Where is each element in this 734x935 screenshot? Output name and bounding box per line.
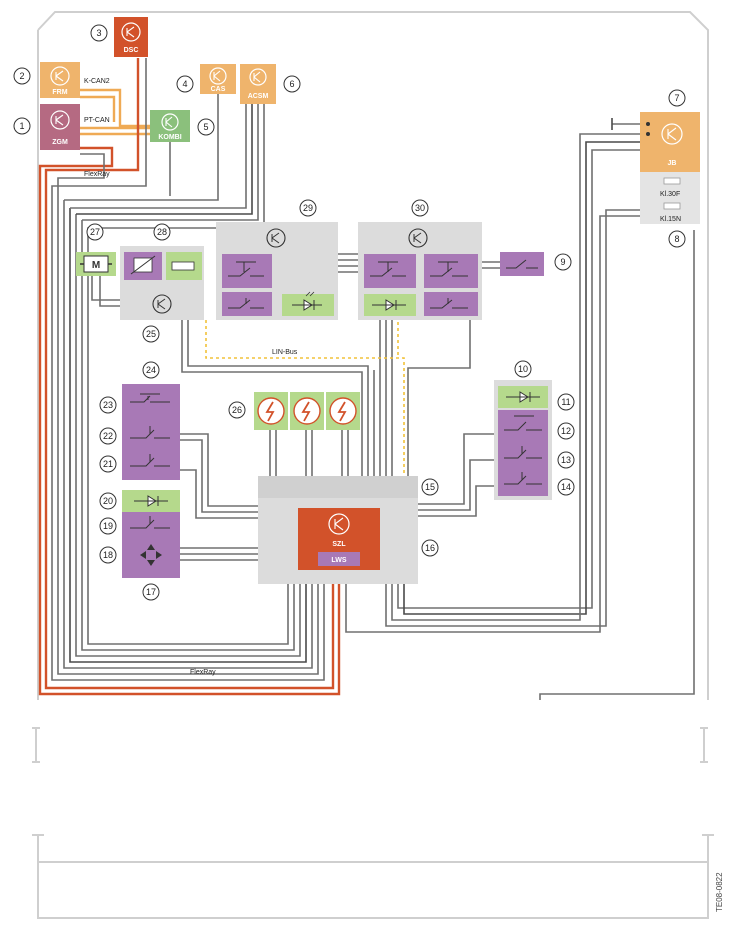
- lws-label: LWS: [331, 557, 346, 564]
- callout-26: 26: [232, 405, 242, 415]
- callout-20: 20: [103, 496, 113, 506]
- group-17-20: [122, 490, 180, 578]
- szl-label: SZL: [332, 541, 346, 548]
- callout-5: 5: [203, 122, 208, 132]
- ecu-jb: JB Kl.30F Kl.15N: [640, 112, 700, 224]
- group-26: [254, 392, 360, 430]
- callout-7: 7: [674, 93, 679, 103]
- number-callouts: 3 2 1 5 4 6 7 8 9 10 11 12 13 14 15 16 1…: [13, 24, 686, 601]
- callout-8: 8: [674, 234, 679, 244]
- callout-16: 16: [425, 543, 435, 553]
- callout-25: 25: [146, 329, 156, 339]
- figure-code: TE08-0822: [715, 872, 724, 912]
- callout-15: 15: [425, 482, 435, 492]
- callout-9: 9: [560, 257, 565, 267]
- group-21-24: [122, 384, 180, 480]
- bus-ptcan-label: PT-CAN: [84, 117, 110, 124]
- callout-23: 23: [103, 400, 113, 410]
- callout-6: 6: [289, 79, 294, 89]
- callout-18: 18: [103, 550, 113, 560]
- ecu-cas: CAS: [200, 64, 236, 94]
- szl-unit: SZL LWS: [258, 476, 418, 584]
- motor-27: M: [76, 252, 116, 276]
- module-25-28: [120, 246, 204, 320]
- kombi-label: KOMBI: [158, 134, 181, 141]
- callout-17: 17: [146, 587, 156, 597]
- bus-kcan2-label: K-CAN2: [84, 78, 110, 85]
- callout-28: 28: [157, 227, 167, 237]
- callout-27: 27: [90, 227, 100, 237]
- kl30f-label: Kl.30F: [660, 191, 680, 198]
- callout-22: 22: [103, 431, 113, 441]
- callout-21: 21: [103, 459, 113, 469]
- jb-label: JB: [668, 160, 677, 167]
- frm-label: FRM: [52, 89, 67, 96]
- callout-29: 29: [303, 203, 313, 213]
- bus-flexray-bottom-label: FlexRay: [190, 669, 216, 676]
- callout-30: 30: [415, 203, 425, 213]
- motor-label: M: [92, 260, 100, 271]
- callout-11: 11: [561, 397, 570, 407]
- callout-19: 19: [103, 521, 113, 531]
- callout-1: 1: [19, 121, 24, 131]
- ecu-kombi: KOMBI: [150, 110, 190, 142]
- module-30: [358, 222, 482, 320]
- callout-3: 3: [96, 28, 101, 38]
- module-9: [500, 252, 544, 276]
- callout-13: 13: [561, 455, 571, 465]
- ecu-dsc: DSC: [114, 17, 148, 57]
- module-29: [216, 222, 338, 320]
- cas-label: CAS: [211, 86, 226, 93]
- callout-10: 10: [518, 364, 528, 374]
- callout-24: 24: [146, 365, 156, 375]
- ecu-frm: FRM: [40, 62, 80, 98]
- group-10-14: [494, 380, 552, 500]
- callout-2: 2: [19, 71, 24, 81]
- ecu-acsm: ACSM: [240, 64, 276, 104]
- bus-linbus-label: LIN-Bus: [272, 349, 298, 356]
- callout-14: 14: [561, 482, 571, 492]
- kl15n-label: Kl.15N: [660, 216, 681, 223]
- callout-4: 4: [182, 79, 187, 89]
- outer-frame: [32, 11, 714, 919]
- zgm-label: ZGM: [52, 139, 68, 146]
- ecu-zgm: ZGM: [40, 104, 80, 150]
- acsm-label: ACSM: [248, 93, 269, 100]
- callout-12: 12: [561, 426, 571, 436]
- dsc-label: DSC: [124, 47, 139, 54]
- bus-flexray-top-label: FlexRay: [84, 171, 110, 178]
- wire-harness: [38, 58, 695, 700]
